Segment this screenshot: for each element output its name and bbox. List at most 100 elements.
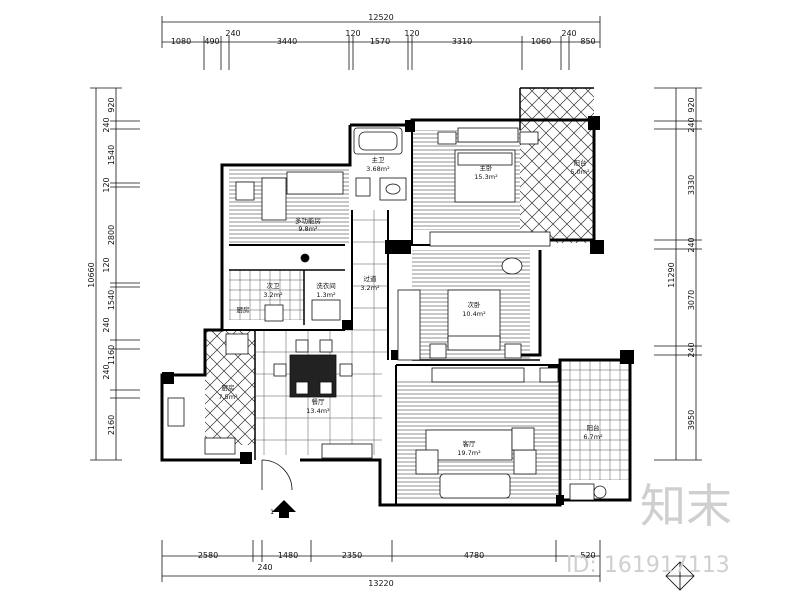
shoe-cabinet xyxy=(321,443,373,459)
column-dot xyxy=(300,253,310,263)
chair xyxy=(235,181,255,201)
dim-left-6: 120 xyxy=(102,257,111,272)
area-living: 19.7m² xyxy=(457,449,481,457)
armchair-left xyxy=(415,449,439,475)
dining-chair-1 xyxy=(295,339,309,353)
lounge-chair xyxy=(511,427,535,451)
area-multi-room: 9.8m² xyxy=(298,225,318,233)
dim-left-total: 10660 xyxy=(87,262,96,287)
dim-bottom-3: 1480 xyxy=(278,551,298,560)
label-laundry: 洗衣间 xyxy=(316,281,336,290)
bed2-chair xyxy=(501,257,523,275)
dining-chair-4 xyxy=(319,381,333,395)
nightstand-right xyxy=(519,131,539,145)
label-master-bath: 主卫 xyxy=(372,155,386,164)
label-bottom-balcony: 阳台 xyxy=(587,423,600,432)
area-top-balcony: 5.0m² xyxy=(570,168,590,176)
entry-door-swing xyxy=(261,459,293,491)
dim-top-4: 3440 xyxy=(277,37,297,46)
balcony-plant xyxy=(593,485,607,499)
dim-top-9: 1060 xyxy=(531,37,551,46)
dim-left-5: 2800 xyxy=(107,225,116,245)
bed2-nightstand-right xyxy=(504,343,522,359)
coffee-table xyxy=(425,429,513,461)
area-laundry: 1.3m² xyxy=(316,291,336,299)
dim-left-4: 120 xyxy=(102,177,111,192)
bed2-wardrobe xyxy=(397,289,421,361)
dim-bottom-total: 13220 xyxy=(368,579,393,588)
dim-left-9: 1160 xyxy=(107,345,116,365)
dim-top-total: 12520 xyxy=(368,13,393,22)
area-bedroom2: 10.4m² xyxy=(462,310,486,318)
label-dining: 餐厅 xyxy=(312,397,326,406)
nightstand-left xyxy=(437,131,457,145)
dim-top-7: 120 xyxy=(404,29,419,38)
wardrobe xyxy=(429,231,551,247)
dim-right-7: 3950 xyxy=(687,410,696,430)
dim-top-11: 850 xyxy=(580,37,595,46)
label-multi-room: 多功能房 xyxy=(295,216,321,225)
dining-chair-2 xyxy=(319,339,333,353)
compass-icon xyxy=(665,561,695,591)
kitchen-sink xyxy=(167,397,185,427)
area-kitchen: 7.5m² xyxy=(218,393,238,401)
dim-left-2: 240 xyxy=(102,117,111,132)
dining-chair-3 xyxy=(295,381,309,395)
area-bath2: 3.2m² xyxy=(263,291,283,299)
bottom-balcony-floor xyxy=(560,360,630,480)
side-table xyxy=(539,367,559,383)
area-master-bedroom: 15.3m² xyxy=(474,173,498,181)
label-bath2: 次卫 xyxy=(267,281,281,290)
entry-arrow-icon: 1 xyxy=(270,500,296,518)
furniture xyxy=(167,127,607,501)
dim-left-8: 240 xyxy=(102,317,111,332)
kitchen-counter xyxy=(204,437,236,455)
toilet xyxy=(355,177,371,197)
basin xyxy=(385,183,401,195)
dim-right-2: 240 xyxy=(687,117,696,132)
label-top-balcony: 阳台 xyxy=(574,158,587,167)
main-sofa xyxy=(439,473,511,499)
bed2 xyxy=(447,289,501,343)
watermark-brand: 知末 xyxy=(640,479,732,533)
label-corridor: 过道 xyxy=(364,274,378,283)
area-master-bath: 3.68m² xyxy=(366,165,390,173)
dining-chair-5 xyxy=(273,363,287,377)
top-balcony-floor xyxy=(520,88,594,243)
dimension-texts: 12520 1080 490 240 3440 120 1570 120 331… xyxy=(87,13,696,588)
dim-bottom-6: 520 xyxy=(580,551,595,560)
columns xyxy=(162,116,634,505)
dim-bottom-5: 4780 xyxy=(464,551,484,560)
bathtub-inner xyxy=(358,131,398,151)
dim-top-2: 490 xyxy=(204,37,219,46)
area-bottom-balcony: 6.7m² xyxy=(583,433,603,441)
label-kitchen-note: 厨房 xyxy=(237,305,250,314)
dim-top-1: 1080 xyxy=(171,37,191,46)
balcony-cabinet xyxy=(569,483,595,501)
dim-top-5: 120 xyxy=(345,29,360,38)
label-master-bedroom: 主卧 xyxy=(480,163,494,172)
dim-bottom-1: 2580 xyxy=(198,551,218,560)
dimension-lines xyxy=(90,16,702,582)
label-living: 客厅 xyxy=(463,439,477,448)
dim-right-6: 240 xyxy=(687,342,696,357)
master-bed-pillow xyxy=(457,152,513,166)
desk xyxy=(261,177,287,221)
dim-left-7: 1540 xyxy=(107,290,116,310)
armchair-right xyxy=(513,449,537,475)
headboard xyxy=(457,127,519,143)
entry-mark: 1 xyxy=(270,508,274,516)
watermark-id: ID: 161917113 xyxy=(566,553,730,578)
kitchen-stove xyxy=(225,333,249,355)
dim-top-8: 3310 xyxy=(452,37,472,46)
area-dining: 13.4m² xyxy=(306,407,330,415)
dim-left-3: 1540 xyxy=(107,145,116,165)
dining-chair-6 xyxy=(339,363,353,377)
label-kitchen: 厨房 xyxy=(222,383,235,392)
bath2-toilet xyxy=(264,304,284,322)
watermark: 知末 ID: 161917113 xyxy=(566,479,732,578)
dim-right-total: 11290 xyxy=(667,262,676,287)
dim-left-10: 240 xyxy=(102,364,111,379)
